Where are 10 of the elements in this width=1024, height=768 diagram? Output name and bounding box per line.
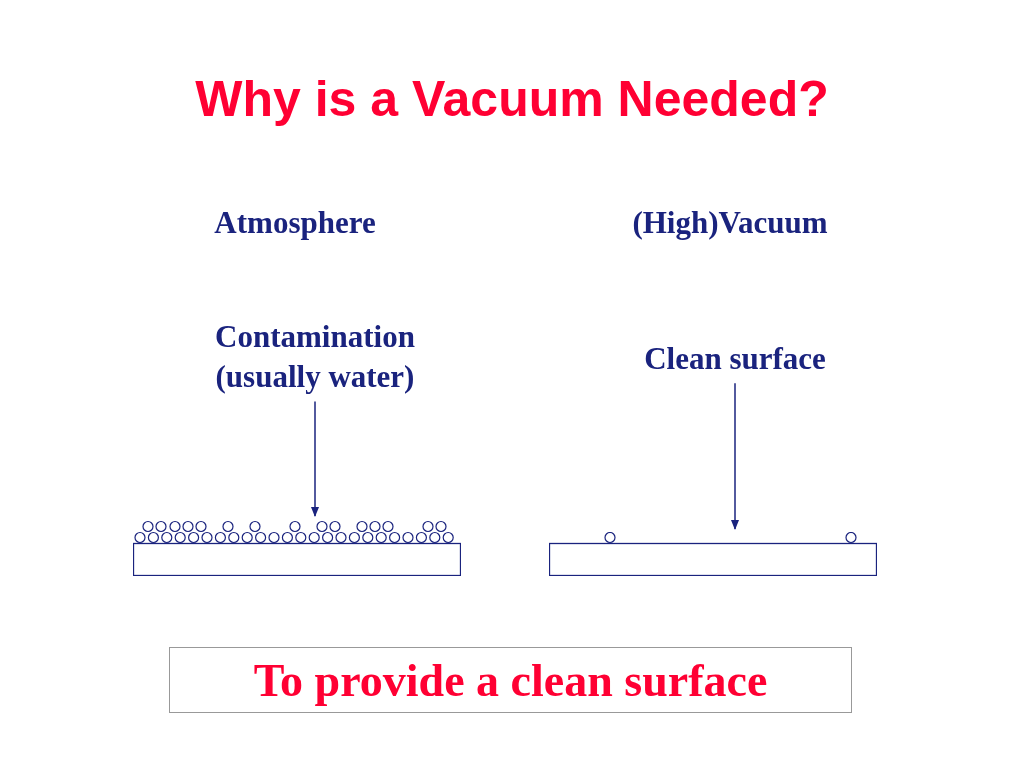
conclusion-box: To provide a clean surface <box>169 647 852 713</box>
clean-surface-drawing <box>549 532 877 576</box>
column-heading: Atmosphere <box>213 205 377 241</box>
column-heading: (High)Vacuum <box>631 205 829 241</box>
contaminated-surface-drawing <box>133 519 461 576</box>
arrow <box>311 400 319 517</box>
arrow <box>731 382 739 530</box>
caption-text: Contamination (usually water) <box>160 317 470 398</box>
caption-text: Clean surface <box>590 339 880 380</box>
slide-title: Why is a Vacuum Needed? <box>194 70 830 128</box>
